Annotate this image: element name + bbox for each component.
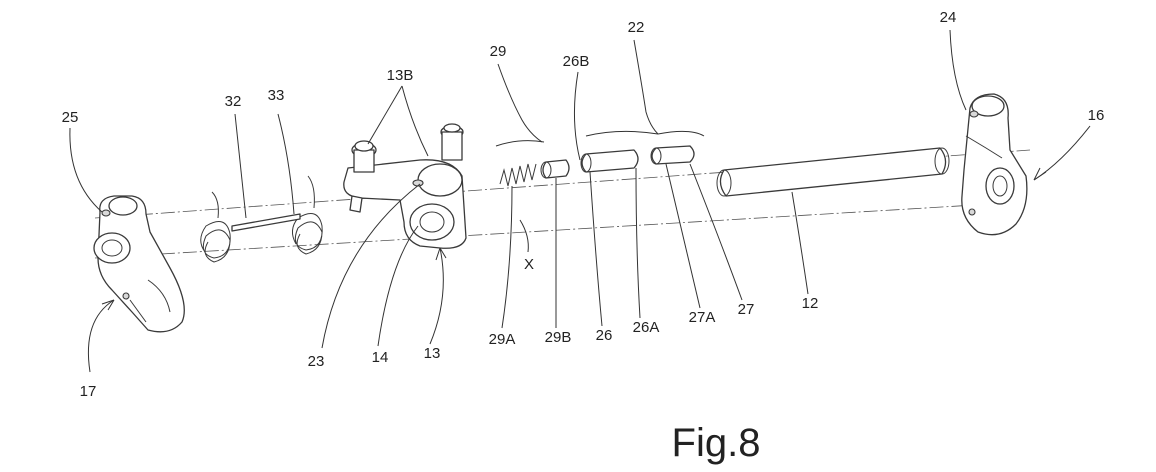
label-22: 22: [628, 19, 645, 36]
label-16: 16: [1088, 107, 1105, 124]
label-24: 24: [940, 9, 957, 26]
label-13B: 13B: [387, 67, 414, 84]
rocker-arm-13: [343, 123, 467, 249]
label-23: 23: [308, 353, 325, 370]
label-X: X: [524, 256, 534, 273]
label-27: 27: [738, 301, 755, 318]
leader-lines: [69, 29, 1091, 373]
figure-title: Fig.8: [672, 421, 761, 465]
reference-numerals: 25 32 33 13B 29 26B 22 24 16 X 17 23 14 …: [62, 9, 1105, 400]
label-29A: 29A: [489, 331, 516, 348]
label-14: 14: [372, 349, 389, 366]
label-27A: 27A: [689, 309, 716, 326]
label-12: 12: [802, 295, 819, 312]
spring-assembly-29: [499, 159, 570, 187]
label-26B: 26B: [563, 53, 590, 70]
label-26A: 26A: [633, 319, 660, 336]
label-33: 33: [268, 87, 285, 104]
right-rocker-arm-16: [961, 93, 1028, 236]
left-rocker-arm-17: [93, 195, 185, 333]
label-17: 17: [80, 383, 97, 400]
label-13: 13: [424, 345, 441, 362]
rocker-shaft-12: [716, 147, 950, 197]
label-32: 32: [225, 93, 242, 110]
double-torsion-spring-32-33: [200, 175, 323, 263]
label-26: 26: [596, 327, 613, 344]
label-29B: 29B: [545, 329, 572, 346]
center-axis-lower: [94, 204, 976, 259]
piston-assembly-22: [580, 145, 695, 173]
label-29: 29: [490, 43, 507, 60]
label-25: 25: [62, 109, 79, 126]
